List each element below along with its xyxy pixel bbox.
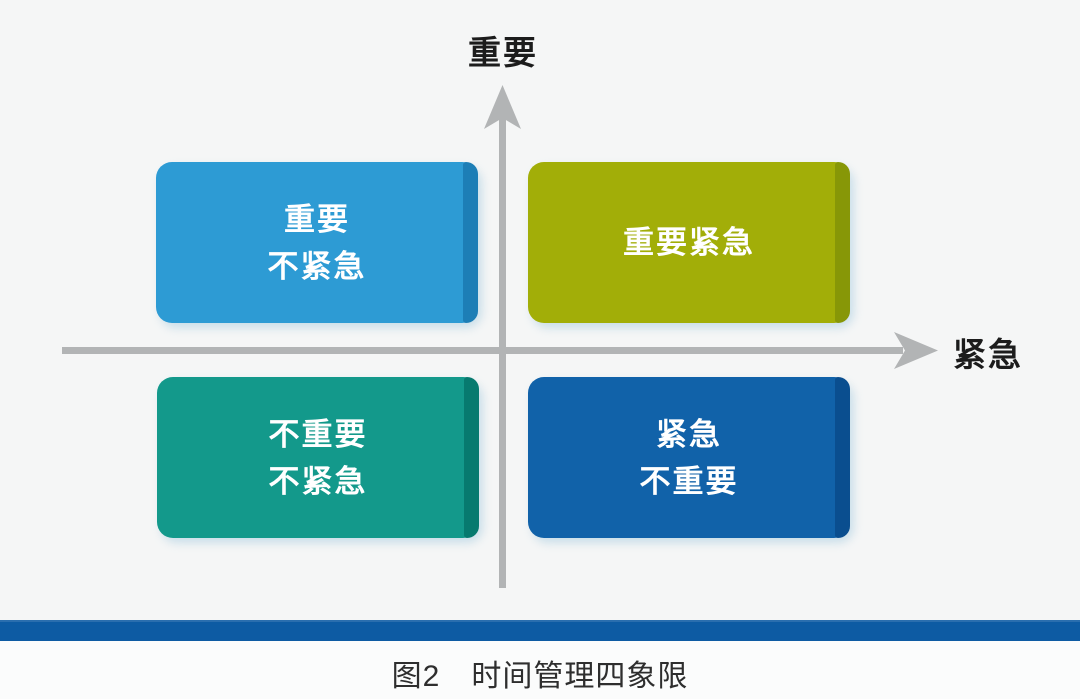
- quadrant-label: 重要紧急: [528, 162, 850, 323]
- divider-bar: [0, 620, 1080, 641]
- y-axis-label: 重要: [468, 34, 538, 71]
- quadrant-important-not-urgent: 重要 不紧急: [156, 162, 478, 323]
- y-axis-arrow-icon: [484, 85, 521, 129]
- quadrant-label-line: 不重要: [639, 463, 739, 499]
- quadrant-label: 不重要 不紧急: [157, 377, 479, 538]
- quadrant-3d-edge: [835, 162, 850, 323]
- quadrant-label-line: 重要紧急: [623, 225, 755, 260]
- quadrant-urgent-not-important: 紧急 不重要: [528, 377, 850, 538]
- x-axis-label: 紧急: [953, 336, 1023, 373]
- quadrant-label: 紧急 不重要: [528, 377, 850, 538]
- axes: [62, 85, 938, 588]
- quadrant-label-line: 重要: [284, 201, 350, 237]
- quadrant-label-line: 不紧急: [267, 248, 367, 284]
- quadrant-3d-edge: [463, 162, 478, 323]
- quadrant-3d-edge: [835, 377, 850, 538]
- quadrant-label-line: 不紧急: [268, 463, 368, 499]
- x-axis-arrow-icon: [894, 332, 938, 369]
- quadrant-important-urgent: 重要紧急: [528, 162, 850, 323]
- quadrant-label-line: 不重要: [268, 416, 368, 452]
- quadrant-label-line: 紧急: [656, 416, 722, 452]
- figure-caption: 图2 时间管理四象限: [391, 660, 689, 693]
- quadrant-3d-edge: [464, 377, 479, 538]
- caption-area: 图2 时间管理四象限: [0, 641, 1080, 699]
- quadrant-label: 重要 不紧急: [156, 162, 478, 323]
- quadrant-not-important-not-urgent: 不重要 不紧急: [157, 377, 479, 538]
